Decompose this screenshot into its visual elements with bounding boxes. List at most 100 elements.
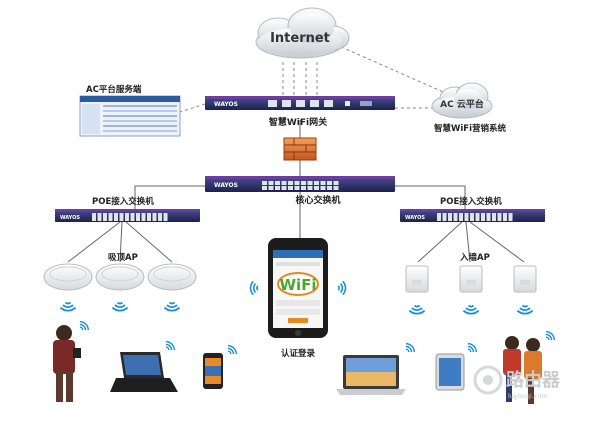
switch-port (320, 181, 326, 185)
gateway-brand: WAYOS (214, 101, 238, 108)
phone-wifi-text: WiFi (279, 276, 316, 294)
switch-port (503, 217, 507, 221)
switch-port (492, 213, 496, 217)
core-switch-brand: WAYOS (214, 182, 238, 189)
poe-left-label: POE接入交换机 (92, 196, 154, 207)
switch-port (97, 213, 102, 217)
switch-port (108, 213, 113, 217)
wifi-signal-icon (249, 280, 259, 296)
switch-port (307, 181, 313, 185)
switch-port (442, 217, 447, 221)
switch-port (459, 217, 463, 221)
gateway-to-ac-server-dashed (179, 103, 206, 113)
switch-port (333, 186, 339, 190)
internet-to-ac-cloud-dashed (329, 41, 451, 96)
switch-port (508, 213, 513, 217)
ceiling-ap-3 (147, 263, 197, 291)
switch-port (288, 186, 293, 190)
switch-port (163, 217, 168, 221)
switch-port (327, 181, 332, 185)
switch-port (486, 217, 491, 221)
switch-port (114, 217, 118, 221)
switch-port (152, 213, 157, 217)
switch-port (125, 217, 129, 221)
poe-switch-right (400, 209, 545, 222)
phone-label: 认证登录 (281, 348, 316, 359)
switch-port (442, 213, 447, 217)
switch-port (470, 213, 474, 217)
switch-port (307, 186, 313, 190)
wifi-signal-icon (111, 301, 129, 312)
ac-server-label: AC平台服务端 (86, 84, 142, 95)
switch-port (320, 186, 326, 190)
switch-port (152, 217, 157, 221)
switch-port (301, 181, 306, 185)
wall-ap-1 (405, 265, 429, 293)
wall-ap-3 (513, 265, 537, 293)
switch-port (97, 217, 102, 221)
switch-port (119, 217, 124, 221)
switch-port (119, 213, 124, 217)
switch-port (288, 181, 293, 185)
wifi-signal-icon (59, 301, 77, 312)
ac-cloud (431, 82, 493, 119)
ac-cloud-caption: 智慧WiFi营销系统 (433, 123, 507, 134)
switch-port (437, 213, 441, 217)
firewall-icon (283, 137, 317, 161)
wifi-signal-icon (545, 330, 556, 341)
switch-port (268, 181, 274, 185)
switch-port (108, 217, 113, 221)
switch-port (481, 217, 485, 221)
poe-switch-left (55, 209, 200, 222)
laptop-icon (110, 352, 178, 392)
wifi-signal-icon (405, 342, 416, 353)
switch-port (141, 213, 146, 217)
switch-port (475, 217, 480, 221)
ac-server-screen (79, 95, 181, 137)
switch-port (262, 186, 267, 190)
switch-port (497, 217, 502, 221)
switch-port (492, 217, 496, 221)
ceiling-ap-2 (95, 263, 145, 291)
poe-right-label: POE接入交换机 (440, 196, 502, 207)
poe-left-to-ap2-line (119, 221, 123, 263)
switch-port (294, 186, 300, 190)
wall-ap-2 (459, 265, 483, 293)
macbook-icon (336, 355, 406, 395)
wifi-signal-icon (79, 320, 90, 331)
switch-port (136, 217, 140, 221)
switch-port (294, 181, 300, 185)
ac-cloud-label: AC 云平台 (440, 98, 484, 110)
switch-port (503, 213, 507, 217)
switch-port (301, 186, 306, 190)
switch-port (92, 213, 96, 217)
switch-port (141, 217, 146, 221)
switch-port (136, 213, 140, 217)
switch-port (114, 213, 118, 217)
switch-port (262, 181, 267, 185)
switch-port (448, 213, 452, 217)
switch-port (448, 217, 452, 221)
switch-port (125, 213, 129, 217)
wifi-signal-icon (516, 304, 534, 315)
gateway-device (205, 96, 395, 110)
switch-port (508, 217, 513, 221)
switch-port (333, 181, 339, 185)
switch-port (92, 217, 96, 221)
switch-port (314, 186, 319, 190)
poe-left-to-ap3-line (125, 221, 173, 263)
switch-port (103, 217, 107, 221)
switch-port (281, 186, 287, 190)
switch-port (470, 217, 474, 221)
switch-port (464, 213, 469, 217)
wifi-signal-icon (408, 304, 426, 315)
wifi-signal-icon (337, 280, 347, 296)
mobile-phone-icon (203, 353, 223, 389)
switch-port (130, 217, 135, 221)
wifi-signal-icon (163, 301, 181, 312)
switch-port (130, 213, 135, 217)
wifi-signal-icon (165, 340, 176, 351)
switch-port (453, 213, 458, 217)
internet-label: Internet (270, 31, 330, 46)
switch-port (147, 213, 151, 217)
